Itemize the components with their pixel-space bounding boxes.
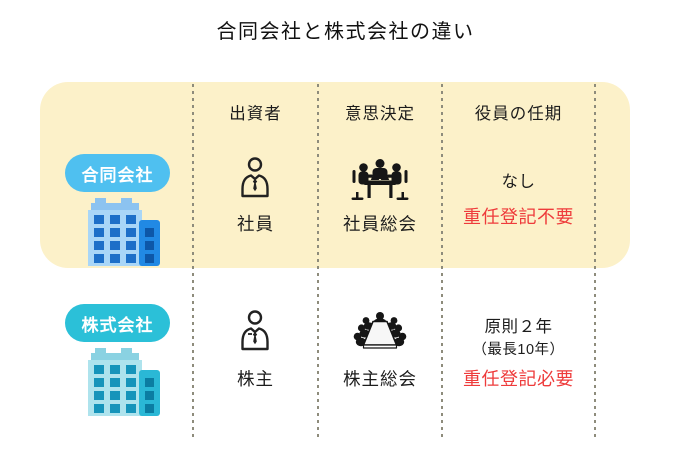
term-note-kk: 重任登記必要 <box>463 369 574 389</box>
header-officer-term: 役員の任期 <box>474 105 563 123</box>
column-divider-3 <box>441 84 443 438</box>
company-badge-kk: 株式会社 <box>65 304 170 342</box>
term-value-kk: 原則２年 <box>484 318 553 336</box>
term-max-kk: （最長10年） <box>472 342 565 358</box>
investor-label-kk: 株主 <box>237 369 274 389</box>
page-title: 合同会社と株式会社の違い <box>216 21 475 43</box>
building-blue-icon <box>83 198 161 266</box>
column-divider-4 <box>594 84 596 438</box>
conference-table-icon <box>351 310 409 354</box>
column-divider-2 <box>317 84 319 438</box>
building-teal-icon <box>83 348 161 416</box>
company-badge-llc: 合同会社 <box>65 154 170 192</box>
shareholder-person-icon <box>238 309 272 351</box>
decision-label-kk: 株主総会 <box>343 369 417 389</box>
decision-label-llc: 社員総会 <box>343 214 417 234</box>
header-decision: 意思決定 <box>345 105 415 123</box>
term-value-llc: なし <box>501 173 536 191</box>
term-note-llc: 重任登記不要 <box>463 207 574 227</box>
column-divider-1 <box>192 84 194 438</box>
investor-label-llc: 社員 <box>237 214 274 234</box>
header-investor: 出資者 <box>229 105 282 123</box>
people-at-table-icon <box>351 157 409 201</box>
businessperson-icon <box>238 156 272 198</box>
